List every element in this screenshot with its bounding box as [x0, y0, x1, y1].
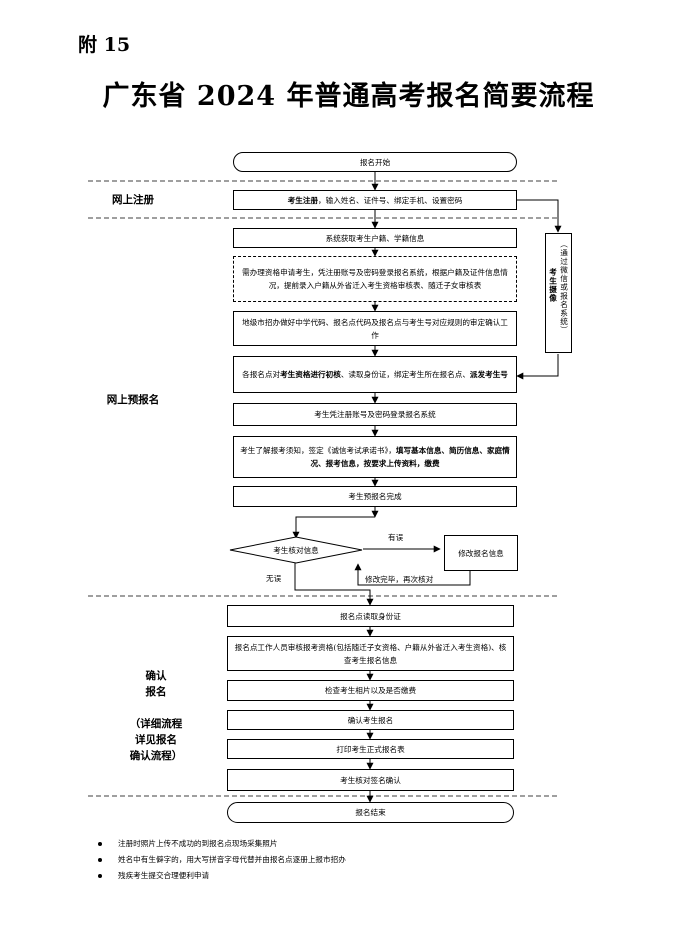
step-check-photo: 检查考生相片以及是否缴费: [227, 680, 514, 701]
step-fetch-info: 系统获取考生户籍、学籍信息: [233, 228, 517, 248]
step-read-id: 报名点读取身份证: [227, 605, 514, 627]
step-register: 考生注册，输入姓名、证件号、绑定手机、设置密码: [233, 190, 517, 210]
note-item: 注册时照片上传不成功的到报名点现场采集照片: [98, 836, 346, 852]
step-login: 考生凭注册账号及密码登录报名系统: [233, 403, 517, 426]
edge-label-has-error: 有误: [388, 533, 404, 542]
section-label-online-prereg: 网上预报名: [106, 394, 160, 406]
step-modify-info: 修改报名信息: [444, 535, 518, 571]
note-item: 姓名中有生僻字的，用大写拼音字母代替并由报名点逐册上报市招办: [98, 852, 346, 868]
section-label-online-register: 网上注册: [112, 194, 154, 206]
edge-label-recheck: 修改完毕，再次核对: [365, 575, 434, 584]
notes-list: 注册时照片上传不成功的到报名点现场采集照片 姓名中有生僻字的，用大写拼音字母代替…: [98, 836, 346, 884]
decision-check-info: 考生核对信息: [229, 536, 363, 564]
note-item: 残疾考生提交合理便利申请: [98, 868, 346, 884]
section-label-confirm: 确认 报名 （详细流程 详见报名 确认流程）: [129, 670, 183, 762]
step-print-form: 打印考生正式报名表: [227, 739, 514, 759]
step-confirm-register: 确认考生报名: [227, 710, 514, 730]
flow-end: 报名结束: [227, 802, 514, 823]
step-initial-check: 各报名点对考生资格进行初核、读取身份证，绑定考生所在报名点、派发考生号: [233, 356, 517, 393]
edge-label-no-error: 无误: [266, 574, 282, 583]
step-fill-info: 考生了解报考须知，签定《诚信考试承诺书》，填写基本信息、简历信息、家庭情况、报考…: [233, 436, 517, 478]
step-city-confirm: 地级市招办做好中学代码、报名点代码及报名点与考生号对应规则的审定确认工作: [233, 311, 517, 346]
side-box-photo: （通过微信或报名系统） 考生摄像: [545, 233, 572, 353]
step-sign-confirm: 考生核对签名确认: [227, 769, 514, 791]
step-prereg-complete: 考生预报名完成: [233, 486, 517, 507]
step-qualification-apply: 需办理资格申请考生，凭注册账号及密码登录报名系统，根据户籍及证件信息情况，提前录…: [233, 256, 517, 302]
appendix-label: 附 15: [78, 34, 131, 56]
step-review-qualification: 报名点工作人员审核报考资格(包括随迁子女资格、户籍从外省迁入考生资格)、核查考生…: [227, 636, 514, 671]
page-title: 广东省 2024 年普通高考报名简要流程: [102, 81, 595, 112]
flow-start: 报名开始: [233, 152, 517, 172]
svg-text:考生核对信息: 考生核对信息: [273, 545, 319, 555]
